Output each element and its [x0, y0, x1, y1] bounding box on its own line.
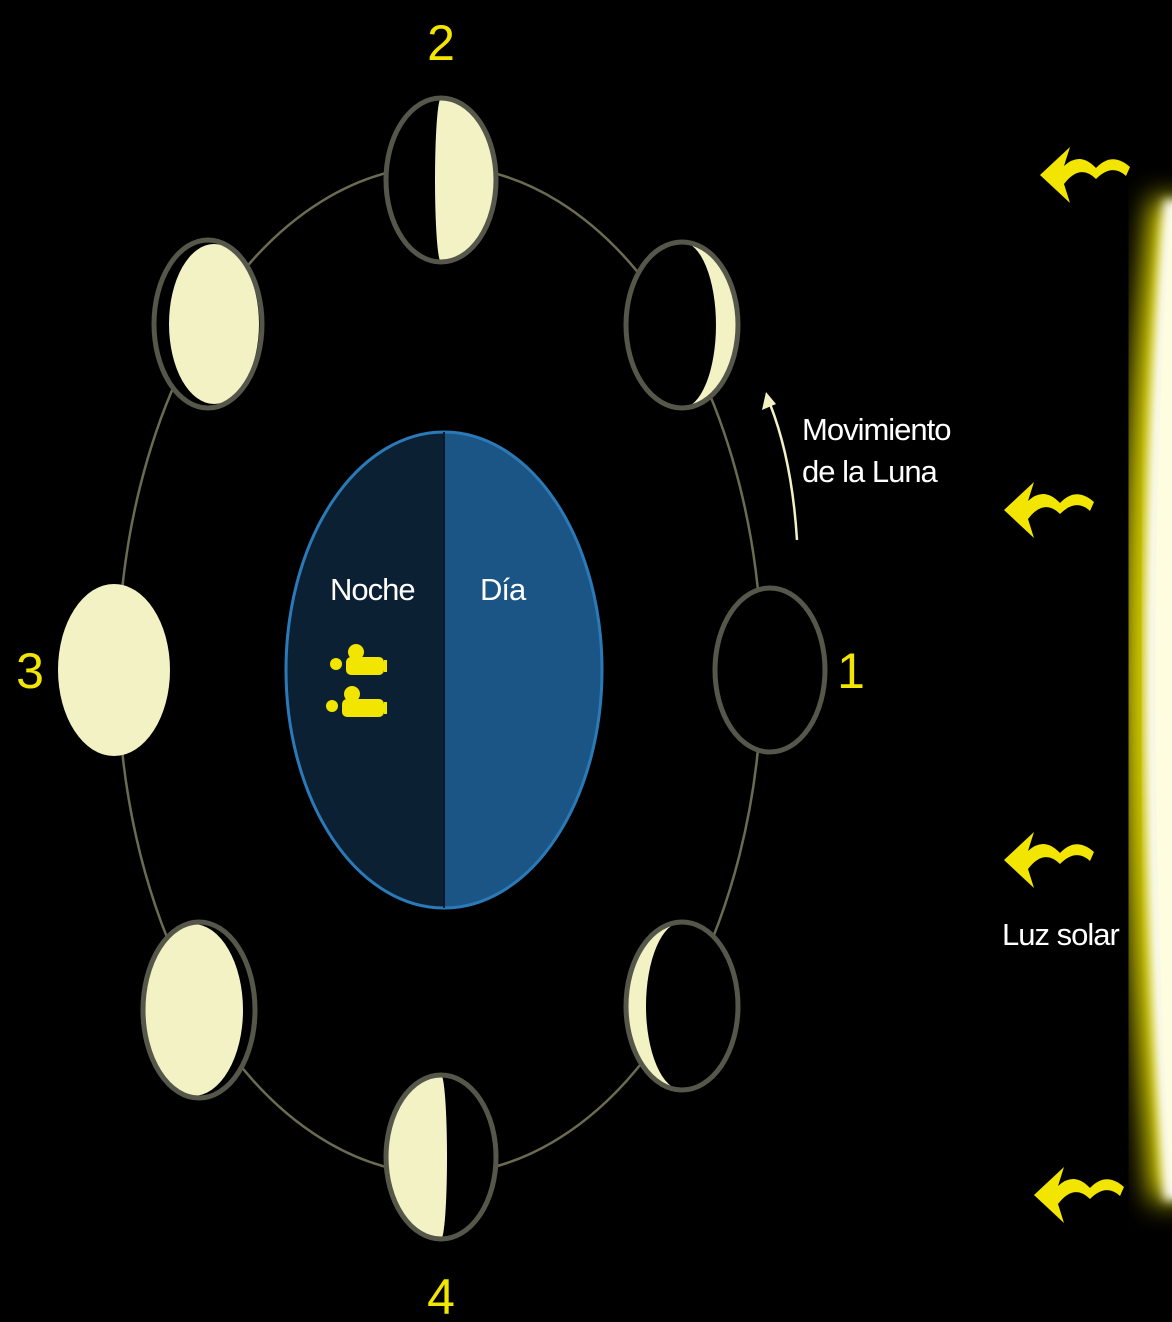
- sunlight-arrow-icon: [1040, 147, 1130, 203]
- curved-arrow-icon: [762, 392, 799, 541]
- moon-phase-waxing-gibbous: [151, 237, 265, 411]
- sunlight-arrow-icon: [1034, 1167, 1124, 1223]
- sunlight-arrow-icon: [1004, 832, 1094, 888]
- moon-phase-new: [712, 585, 828, 755]
- moon-phase-waning-crescent: [623, 919, 741, 1093]
- sun-edge: [1125, 197, 1172, 1202]
- moon-motion-label-line2: de la Luna: [802, 454, 939, 489]
- position-label-4: 4: [427, 1269, 455, 1322]
- position-label-1: 1: [837, 643, 865, 699]
- moon-phase-waxing-crescent: [623, 239, 741, 411]
- earth-night-label: Noche: [330, 572, 415, 607]
- earth: [284, 430, 604, 910]
- sunlight-label: Luz solar: [1002, 917, 1119, 952]
- moon-phase-first-quarter: [383, 95, 499, 265]
- position-label-2: 2: [427, 15, 455, 71]
- earth-day-half: [444, 432, 602, 908]
- moon-motion-label-line1: Movimiento: [802, 412, 951, 447]
- moon-phases: [58, 95, 828, 1242]
- moon-phase-waning-gibbous: [140, 919, 258, 1101]
- sunlight-arrow-icon: [1004, 482, 1094, 538]
- moon-phase-last-quarter: [383, 1072, 499, 1242]
- position-label-3: 3: [16, 643, 44, 699]
- moon-phase-full: [58, 584, 170, 756]
- people-icon: [326, 644, 387, 717]
- earth-day-label: Día: [480, 572, 527, 607]
